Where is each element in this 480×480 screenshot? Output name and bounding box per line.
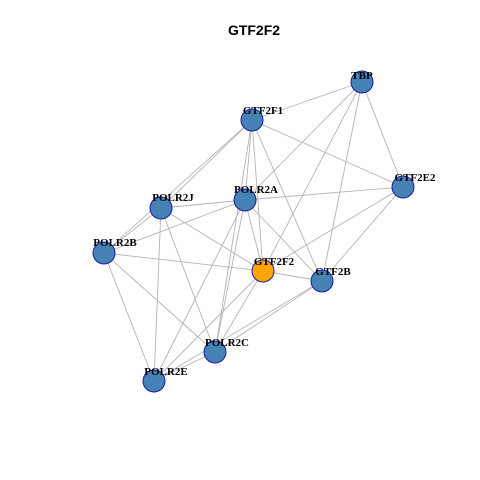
diagram-title: GTF2F2 <box>228 22 280 38</box>
edge-polr2a-gtf2f2 <box>244 199 264 272</box>
node-polr2c[interactable]: POLR2C <box>203 337 249 364</box>
edge-gtf2f1-polr2c <box>214 119 253 353</box>
node-polr2j[interactable]: POLR2J <box>149 192 194 220</box>
edge-polr2a-polr2e <box>153 199 246 382</box>
edge-gtf2e2-gtf2f2 <box>262 186 404 272</box>
node-gtf2f1[interactable]: GTF2F1 <box>240 105 283 132</box>
edge-gtf2b-polr2e <box>153 280 323 382</box>
edge-polr2a-polr2c <box>214 199 246 353</box>
edge-gtf2f1-polr2j <box>160 119 253 209</box>
edge-polr2j-polr2a <box>160 199 246 209</box>
node-circle[interactable] <box>149 196 173 220</box>
edge-gtf2f1-polr2a <box>244 119 253 201</box>
edge-polr2a-polr2b <box>103 199 246 254</box>
edge-tbp-gtf2f1 <box>251 81 363 121</box>
node-label: POLR2C <box>205 337 249 349</box>
node-label: POLR2B <box>93 237 137 249</box>
node-label: GTF2F2 <box>254 256 295 268</box>
edge-polr2j-polr2e <box>153 207 162 382</box>
node-circle[interactable] <box>142 369 166 393</box>
edge-gtf2f1-gtf2f2 <box>251 119 264 272</box>
node-circle[interactable] <box>350 70 374 94</box>
node-circle[interactable] <box>391 175 415 199</box>
node-circle[interactable] <box>233 188 257 212</box>
edge-tbp-polr2a <box>244 81 363 201</box>
edge-tbp-gtf2e2 <box>361 81 404 188</box>
node-circle[interactable] <box>310 269 334 293</box>
edge-tbp-gtf2b <box>321 81 363 282</box>
node-label: POLR2A <box>234 184 278 196</box>
edge-polr2j-polr2b <box>103 207 162 254</box>
node-gtf2f2[interactable]: GTF2F2 <box>251 256 295 283</box>
edge-layer <box>103 81 404 382</box>
edge-gtf2f2-polr2e <box>153 270 264 382</box>
node-polr2e[interactable]: POLR2E <box>142 366 188 393</box>
node-tbp[interactable]: TBP <box>350 70 374 94</box>
edge-polr2j-polr2c <box>160 207 216 353</box>
edge-gtf2f2-polr2c <box>214 270 264 353</box>
node-polr2b[interactable]: POLR2B <box>92 237 137 265</box>
node-circle[interactable] <box>203 340 227 364</box>
node-circle[interactable] <box>92 241 116 265</box>
edge-polr2b-polr2e <box>103 252 155 382</box>
node-gtf2e2[interactable]: GTF2E2 <box>391 172 436 199</box>
node-circle[interactable] <box>251 259 275 283</box>
edge-gtf2e2-gtf2b <box>321 186 404 282</box>
edge-gtf2f1-gtf2b <box>251 119 323 282</box>
edge-gtf2b-polr2c <box>214 280 323 353</box>
edge-polr2j-gtf2f2 <box>160 207 264 272</box>
edge-polr2b-polr2c <box>103 252 216 353</box>
node-gtf2b[interactable]: GTF2B <box>310 266 351 293</box>
node-label: TBP <box>351 70 373 82</box>
edge-tbp-gtf2f2 <box>262 81 363 272</box>
node-circle[interactable] <box>240 108 264 132</box>
node-label: POLR2E <box>144 366 187 378</box>
edge-polr2a-gtf2b <box>244 199 323 282</box>
edge-gtf2e2-polr2a <box>244 186 404 201</box>
edge-polr2b-gtf2f2 <box>103 252 264 272</box>
node-label: POLR2J <box>152 192 194 204</box>
node-label: GTF2F1 <box>243 105 283 117</box>
node-label: GTF2E2 <box>395 172 436 184</box>
node-polr2a[interactable]: POLR2A <box>233 184 278 212</box>
edge-gtf2f1-polr2b <box>103 119 253 254</box>
node-label: GTF2B <box>315 266 351 278</box>
edge-gtf2f1-gtf2e2 <box>251 119 404 188</box>
